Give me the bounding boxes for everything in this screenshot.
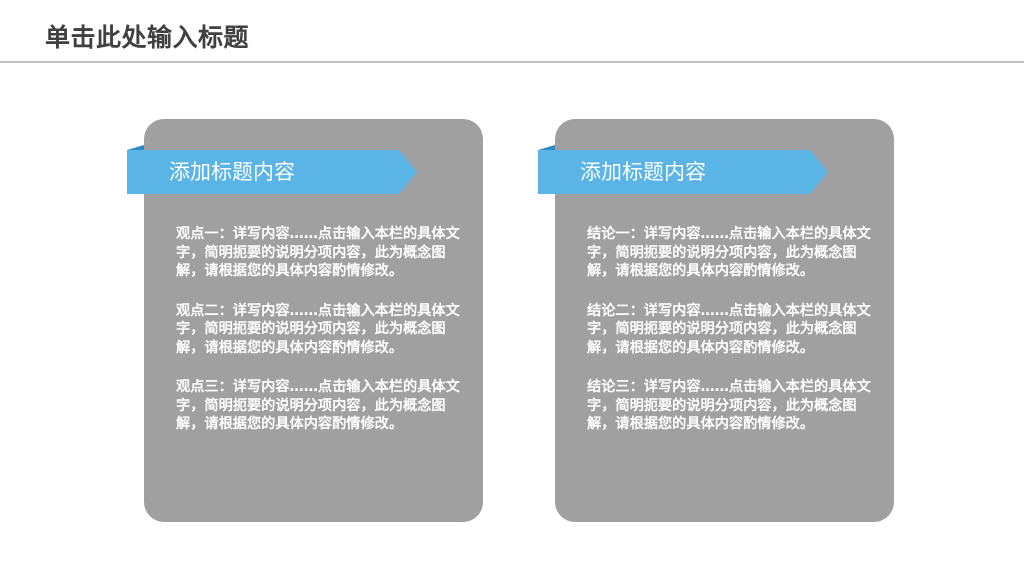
banner-ribbon-shape xyxy=(538,145,828,194)
right-card-point-2[interactable]: 结论二：详写内容……点击输入本栏的具体文字，简明扼要的说明分项内容，此为概念图解… xyxy=(587,302,871,356)
right-card-point-3[interactable]: 结论三：详写内容……点击输入本栏的具体文字，简明扼要的说明分项内容，此为概念图解… xyxy=(587,379,871,432)
right-card-heading[interactable]: 添加标题内容 xyxy=(580,160,706,184)
title-divider xyxy=(0,61,1024,63)
left-card-point-1[interactable]: 观点一：详写内容……点击输入本栏的具体文字，简明扼要的说明分项内容，此为概念图解… xyxy=(176,226,460,279)
right-card-body[interactable]: 结论一：详写内容……点击输入本栏的具体文字，简明扼要的说明分项内容，此为概念图解… xyxy=(587,225,877,455)
right-card-point-1[interactable]: 结论一：详写内容……点击输入本栏的具体文字，简明扼要的说明分项内容，此为概念图解… xyxy=(587,226,871,279)
banner-ribbon-shape xyxy=(127,145,417,194)
slide-title[interactable]: 单击此处输入标题 xyxy=(45,23,250,52)
left-card-point-3[interactable]: 观点三：详写内容……点击输入本栏的具体文字，简明扼要的说明分项内容，此为概念图解… xyxy=(176,379,460,432)
left-card-heading[interactable]: 添加标题内容 xyxy=(169,160,295,184)
left-card-point-2[interactable]: 观点二：详写内容……点击输入本栏的具体文字，简明扼要的说明分项内容，此为概念图解… xyxy=(176,302,460,356)
left-card-body[interactable]: 观点一：详写内容……点击输入本栏的具体文字，简明扼要的说明分项内容，此为概念图解… xyxy=(176,225,466,455)
